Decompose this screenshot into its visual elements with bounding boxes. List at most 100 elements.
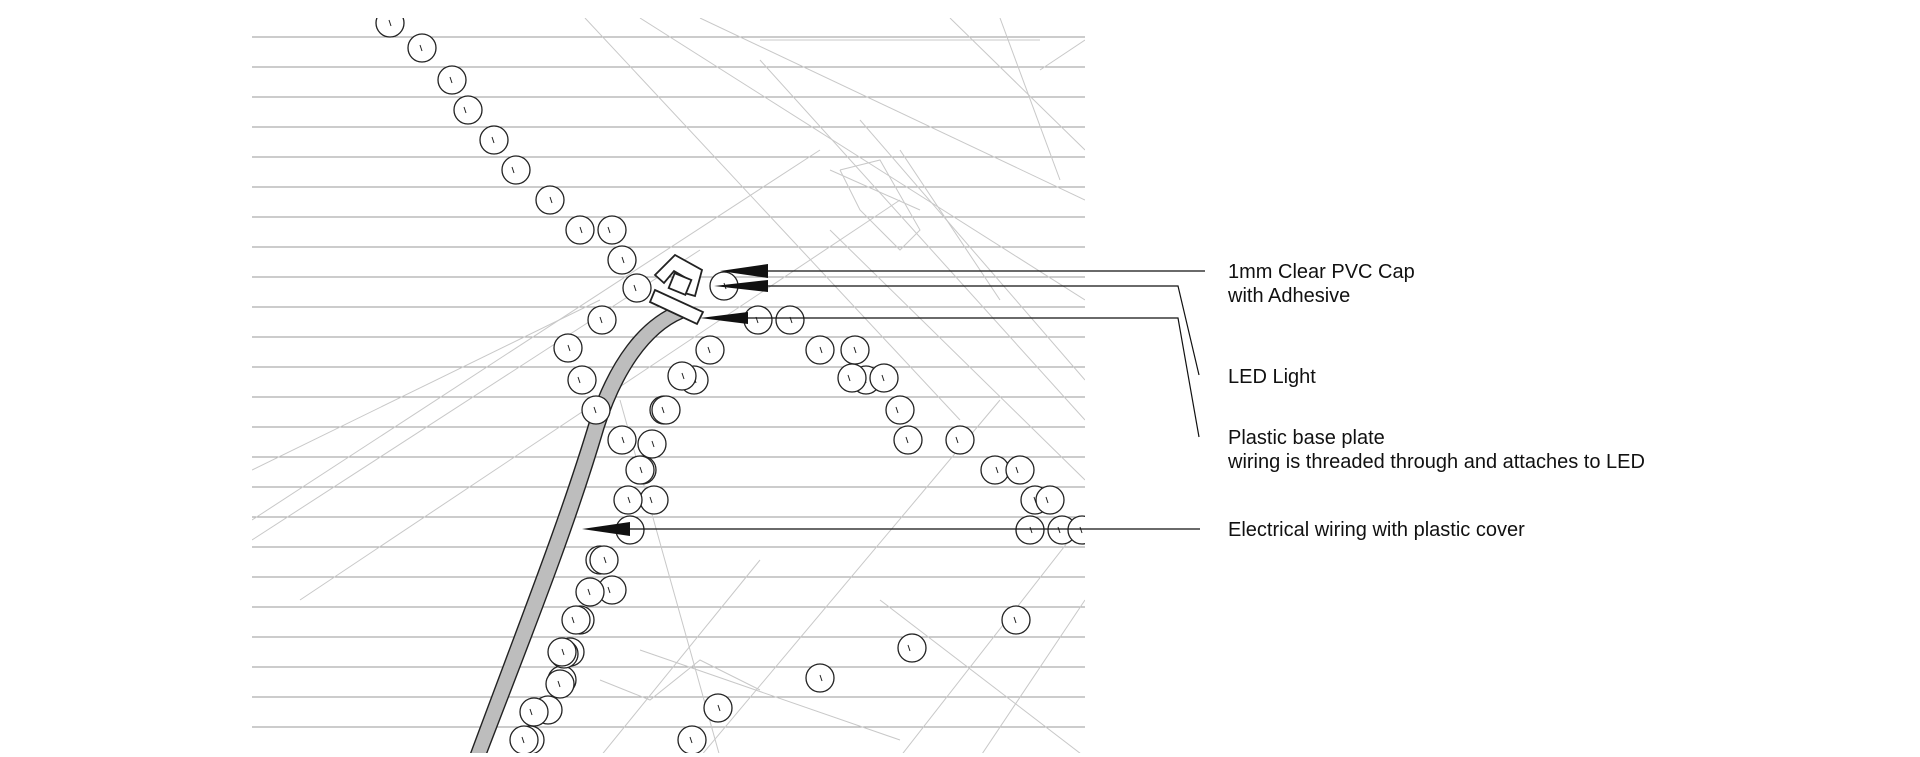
bead-tick — [819, 346, 823, 354]
bead-tick — [1015, 466, 1019, 474]
bead-tick — [1079, 526, 1083, 534]
sketch-line — [639, 18, 1085, 301]
bead — [639, 485, 669, 515]
bead-tick — [463, 106, 467, 114]
bead — [581, 395, 611, 425]
sketch-line — [584, 18, 961, 421]
bead-tick — [579, 226, 583, 234]
sketch-line — [699, 18, 1085, 201]
sketch-line — [252, 249, 701, 541]
background-sketch-lines — [252, 18, 1085, 753]
bead-tick — [649, 496, 653, 504]
bead-circles — [375, 18, 1085, 753]
bead-tick — [561, 648, 565, 656]
bead-tick — [549, 196, 553, 204]
bead — [561, 605, 591, 635]
label-led-light: LED Light — [1228, 366, 1316, 388]
bead — [837, 363, 867, 393]
bead — [1001, 605, 1031, 635]
bead-tick — [607, 586, 611, 594]
leader-lines — [630, 270, 1205, 530]
label-pvc-cap-line2: with Adhesive — [1227, 285, 1350, 307]
bead — [375, 18, 405, 38]
bead-tick — [1045, 496, 1049, 504]
leader-arrowheads — [582, 264, 768, 536]
bead — [567, 365, 597, 395]
bead — [677, 725, 707, 753]
bead — [597, 215, 627, 245]
sketch-line — [252, 149, 821, 521]
bead — [453, 95, 483, 125]
sketch-line — [982, 599, 1085, 753]
bead-tick — [1029, 526, 1033, 534]
base-plate — [648, 288, 705, 326]
bead — [587, 305, 617, 335]
bead — [479, 125, 509, 155]
bead — [407, 33, 437, 63]
bead — [743, 305, 773, 335]
bead — [519, 697, 549, 727]
bead-tick — [587, 588, 591, 596]
bead — [535, 185, 565, 215]
bead-tick — [651, 440, 655, 448]
sketch-line — [759, 59, 1085, 421]
bead-tick — [681, 372, 685, 380]
bead-tick — [627, 496, 631, 504]
bead-tick — [905, 436, 909, 444]
bead-tick — [593, 406, 597, 414]
arrowhead-wiring — [582, 522, 630, 536]
bead — [637, 429, 667, 459]
bead — [575, 577, 605, 607]
bead — [885, 395, 915, 425]
bead-tick — [491, 136, 495, 144]
bead-tick — [881, 374, 885, 382]
sketch-line — [602, 559, 761, 753]
bead-tick — [621, 256, 625, 264]
label-pvc-cap-line1: 1mm Clear PVC Cap — [1228, 261, 1415, 283]
sketch-line — [999, 18, 1061, 181]
bead — [501, 155, 531, 185]
label-wiring: Electrical wiring with plastic cover — [1228, 519, 1525, 541]
bead — [1005, 455, 1035, 485]
sketch-line — [639, 649, 901, 741]
bead-tick — [661, 406, 665, 414]
bead — [945, 425, 975, 455]
bead-tick — [717, 704, 721, 712]
bead-tick — [707, 346, 711, 354]
bead-tick — [689, 736, 693, 744]
sketch-line — [829, 229, 1085, 481]
sketch-line — [949, 18, 1085, 151]
bead-tick — [819, 674, 823, 682]
sketch-line — [902, 519, 1085, 753]
bead — [553, 333, 583, 363]
bead — [607, 245, 637, 275]
bead-tick — [567, 344, 571, 352]
bead — [1035, 485, 1065, 515]
bead — [622, 273, 652, 303]
led-light — [667, 272, 693, 296]
bead — [607, 425, 637, 455]
bead — [437, 65, 467, 95]
bead — [980, 455, 1010, 485]
bead — [565, 215, 595, 245]
bead-tick — [521, 736, 525, 744]
bead — [1015, 515, 1045, 545]
bead — [667, 361, 697, 391]
bead-tick — [599, 316, 603, 324]
label-base-plate-line1: Plastic base plate — [1228, 427, 1385, 449]
bead-tick — [639, 466, 643, 474]
led-assembly — [648, 253, 705, 326]
bead-tick — [995, 466, 999, 474]
drawing-panel — [252, 18, 1085, 753]
bead — [805, 663, 835, 693]
bead — [625, 455, 655, 485]
bead-tick — [1013, 616, 1017, 624]
sketch-line — [879, 599, 1081, 753]
leader-led — [768, 285, 1200, 376]
bead-tick — [419, 44, 423, 52]
bead-tick — [847, 374, 851, 382]
bead-tick — [529, 708, 533, 716]
callout-labels: 1mm Clear PVC Cap with Adhesive LED Ligh… — [1227, 261, 1645, 541]
sketch-line — [859, 119, 1085, 381]
